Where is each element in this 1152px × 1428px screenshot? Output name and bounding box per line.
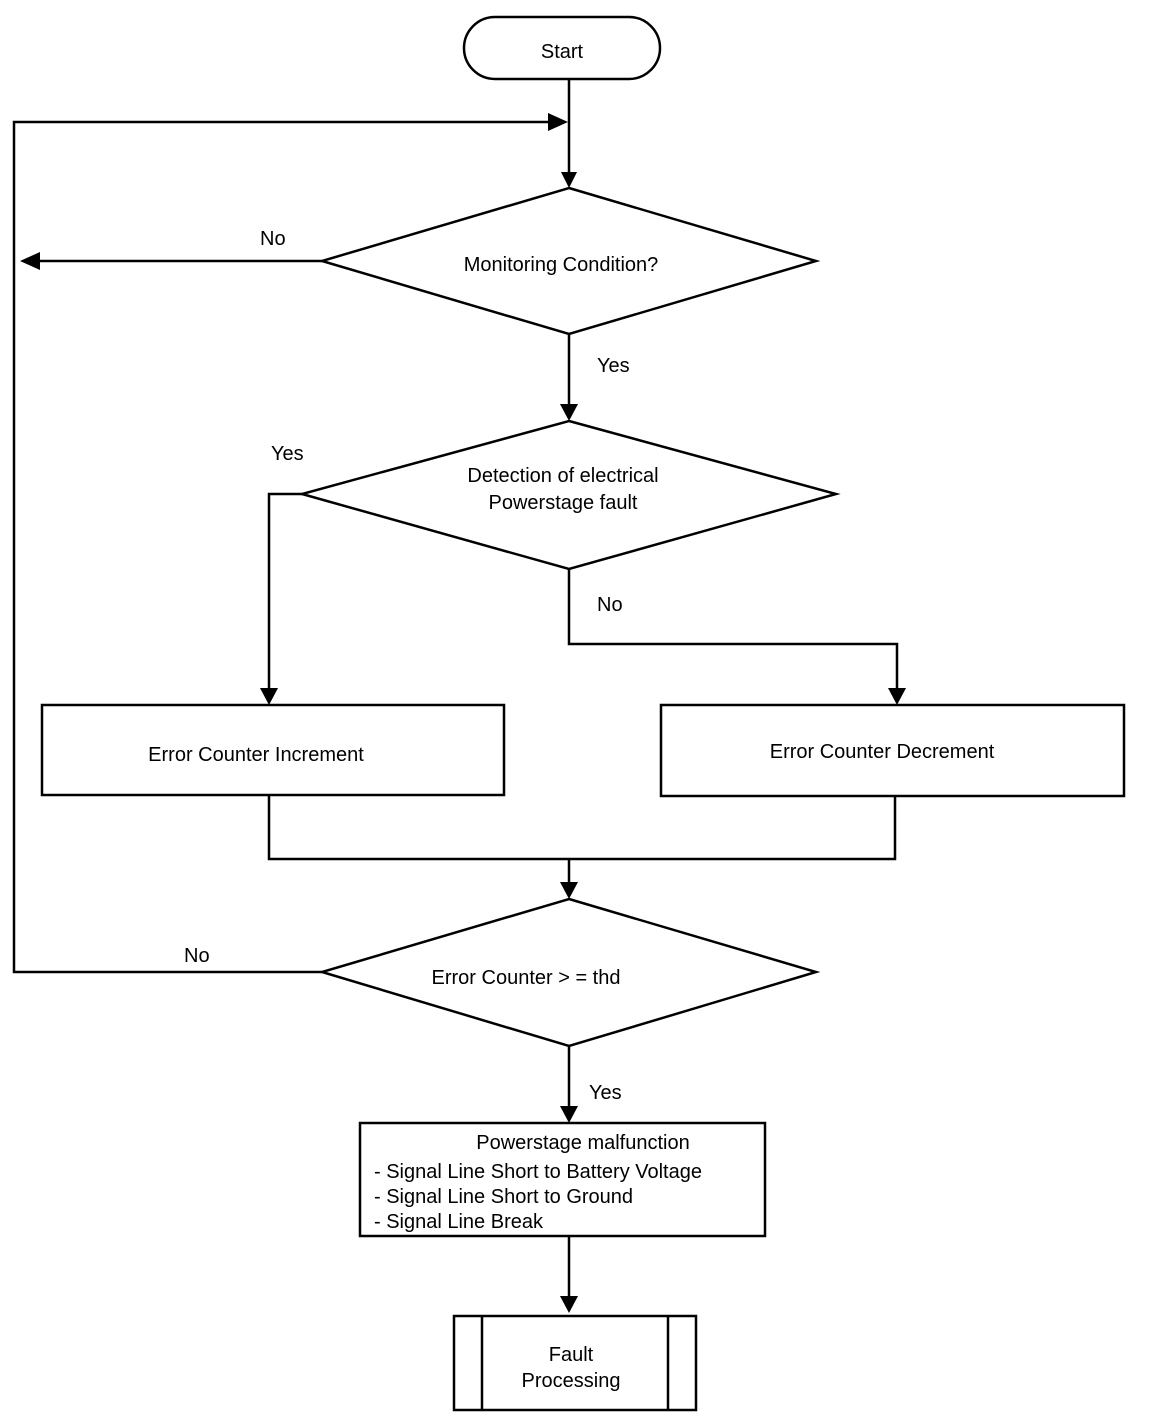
merge-line <box>267 795 897 861</box>
connector <box>267 492 302 690</box>
arrowhead <box>561 172 577 188</box>
fault-processing-box <box>452 1314 698 1412</box>
connector <box>567 569 899 690</box>
arrowhead <box>260 688 278 705</box>
loop-back-line <box>12 120 552 974</box>
malfunction-item: - Signal Line Break <box>374 1211 544 1233</box>
malfunction-item: - Signal Line Short to Battery Voltage <box>374 1161 702 1183</box>
fault-label-line2: Processing <box>522 1370 621 1392</box>
threshold-label: Error Counter > = thd <box>432 967 621 989</box>
malfunction-title: Powerstage malfunction <box>476 1132 689 1154</box>
start-node <box>462 15 662 81</box>
arrowhead <box>560 882 578 899</box>
monitoring-yes-label: Yes <box>597 355 630 377</box>
monitoring-no-label: No <box>260 228 286 250</box>
error-counter-increment-label: Error Counter Increment <box>148 744 364 766</box>
start-label: Start <box>541 41 584 63</box>
arrowhead <box>20 252 40 270</box>
detection-label-line2: Powerstage fault <box>489 492 638 514</box>
powerstage-malfunction-box <box>358 1121 767 1238</box>
arrowhead <box>548 113 568 131</box>
detection-no-label: No <box>597 594 623 616</box>
threshold-yes-label: Yes <box>589 1082 622 1104</box>
threshold-no-label: No <box>184 945 210 967</box>
malfunction-item: - Signal Line Short to Ground <box>374 1186 633 1208</box>
arrowhead <box>560 404 578 421</box>
detection-yes-label: Yes <box>271 443 304 465</box>
arrowhead <box>888 688 906 705</box>
arrowhead <box>560 1296 578 1313</box>
detection-label-line1: Detection of electrical <box>467 465 658 487</box>
fault-label-line1: Fault <box>549 1344 594 1366</box>
error-counter-increment-box <box>40 703 506 797</box>
error-counter-decrement-label: Error Counter Decrement <box>770 741 995 763</box>
error-counter-decrement-box <box>659 703 1126 798</box>
monitoring-condition-label: Monitoring Condition? <box>464 254 659 276</box>
arrowhead <box>560 1106 578 1123</box>
